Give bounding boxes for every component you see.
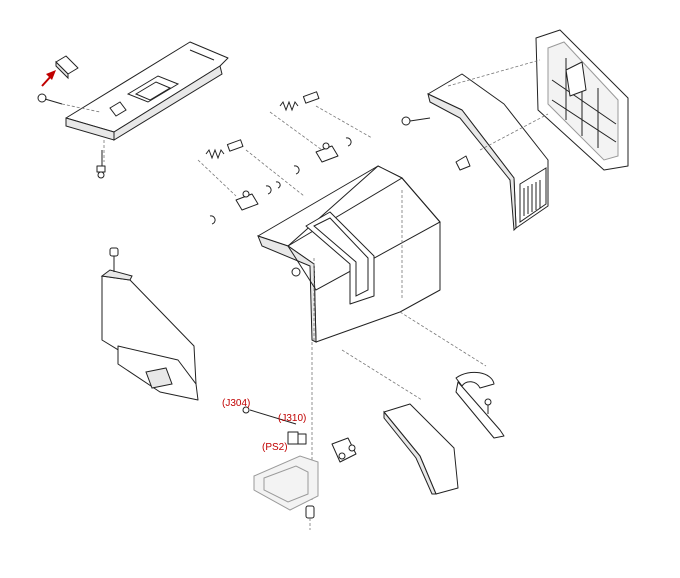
callout-j304: (J304) [222,398,250,409]
screw-bottom [96,140,106,179]
screw-left [37,93,101,113]
red-arrow-icon [41,70,56,87]
spring-leaders [197,105,373,197]
cover-latch [55,55,79,80]
left-side-panel [100,247,199,401]
rear-door-ribs [551,58,617,148]
rear-right-cover [401,73,549,232]
cable-guide [311,311,487,500]
callout-j310: (J310) [278,413,306,424]
sensor-assembly [242,406,357,463]
main-center-cover [257,165,441,343]
hinge-bracket-upper [293,137,352,175]
support-strap [455,371,505,439]
spring-middle [205,139,244,160]
vent-grille [523,180,541,216]
callout-ps2: (PS2) [262,442,288,453]
rear-door-panel [447,29,629,171]
lower-bracket [253,455,319,530]
spring-upper [279,91,320,112]
top-cover-panel [65,41,229,141]
hinge-bracket-lower [209,181,281,225]
